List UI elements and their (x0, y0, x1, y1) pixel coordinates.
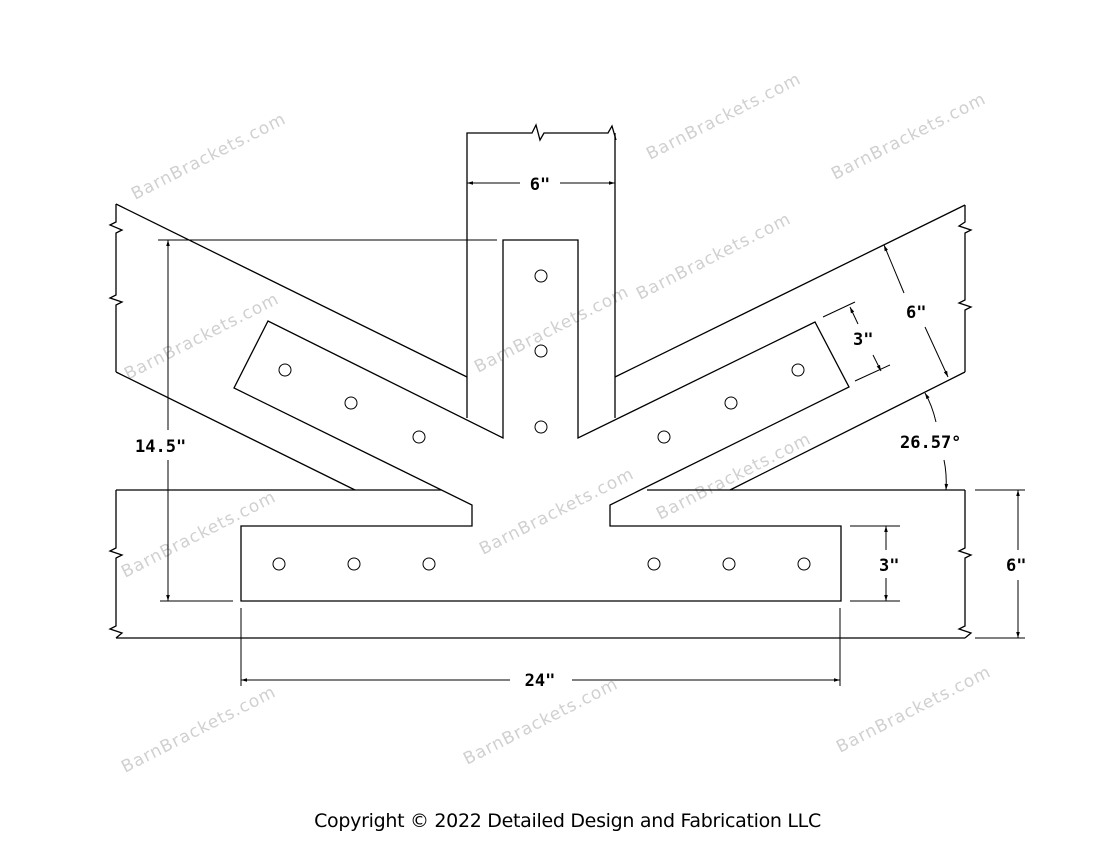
dimension-label: 3" (879, 556, 899, 576)
dimension-brace-plate: 3" (822, 301, 891, 382)
dimension-angle: 26.57° (900, 392, 961, 491)
watermark: BarnBrackets.com (828, 89, 989, 184)
watermark: BarnBrackets.com (476, 464, 637, 559)
bolt-hole (534, 344, 548, 358)
watermark: BarnBrackets.com (833, 662, 994, 757)
dimension-post-width: 6" (467, 175, 615, 195)
bolt-hole (422, 557, 436, 571)
copyright-notice: Copyright © 2022 Detailed Design and Fab… (314, 810, 821, 832)
bracket-outline (233, 239, 850, 602)
dimension-label: 3" (853, 330, 873, 350)
bolt-hole (534, 420, 548, 434)
dimension-label: 6" (906, 303, 926, 323)
dimension-label: 6" (1006, 556, 1026, 576)
watermark: BarnBrackets.com (121, 289, 282, 384)
bolt-hole (278, 363, 292, 377)
bolt-hole (344, 396, 358, 410)
bolt-holes (272, 269, 811, 571)
dimension-brace-width: 6" (883, 244, 949, 378)
bolt-hole (797, 557, 811, 571)
watermark: BarnBrackets.com (118, 487, 279, 582)
right-brace (614, 204, 973, 491)
watermark: BarnBrackets.com (128, 109, 289, 204)
left-brace (108, 203, 468, 491)
bolt-hole (724, 396, 738, 410)
bolt-hole (534, 269, 548, 283)
dimension-label: 6" (530, 175, 550, 195)
watermark: BarnBrackets.com (471, 282, 632, 377)
dimension-label: 24" (525, 671, 556, 691)
dimension-label: 26.57° (900, 433, 961, 453)
dimension-label: 14.5" (135, 437, 186, 457)
watermark: BarnBrackets.com (643, 69, 804, 164)
dimension-beam-plate: 3" (850, 525, 900, 602)
dimension-beam-width: 6" (975, 489, 1026, 639)
bolt-hole (722, 557, 736, 571)
watermark: BarnBrackets.com (118, 682, 279, 777)
bolt-hole (657, 430, 671, 444)
bolt-hole (347, 557, 361, 571)
bolt-hole (272, 557, 286, 571)
post (466, 123, 617, 418)
bolt-hole (647, 557, 661, 571)
beam (108, 489, 973, 639)
watermark: BarnBrackets.com (633, 209, 794, 304)
dimension-plate-length: 24" (240, 608, 841, 691)
bolt-hole (791, 363, 805, 377)
bolt-hole (412, 430, 426, 444)
dimension-height: 14.5" (135, 239, 497, 602)
